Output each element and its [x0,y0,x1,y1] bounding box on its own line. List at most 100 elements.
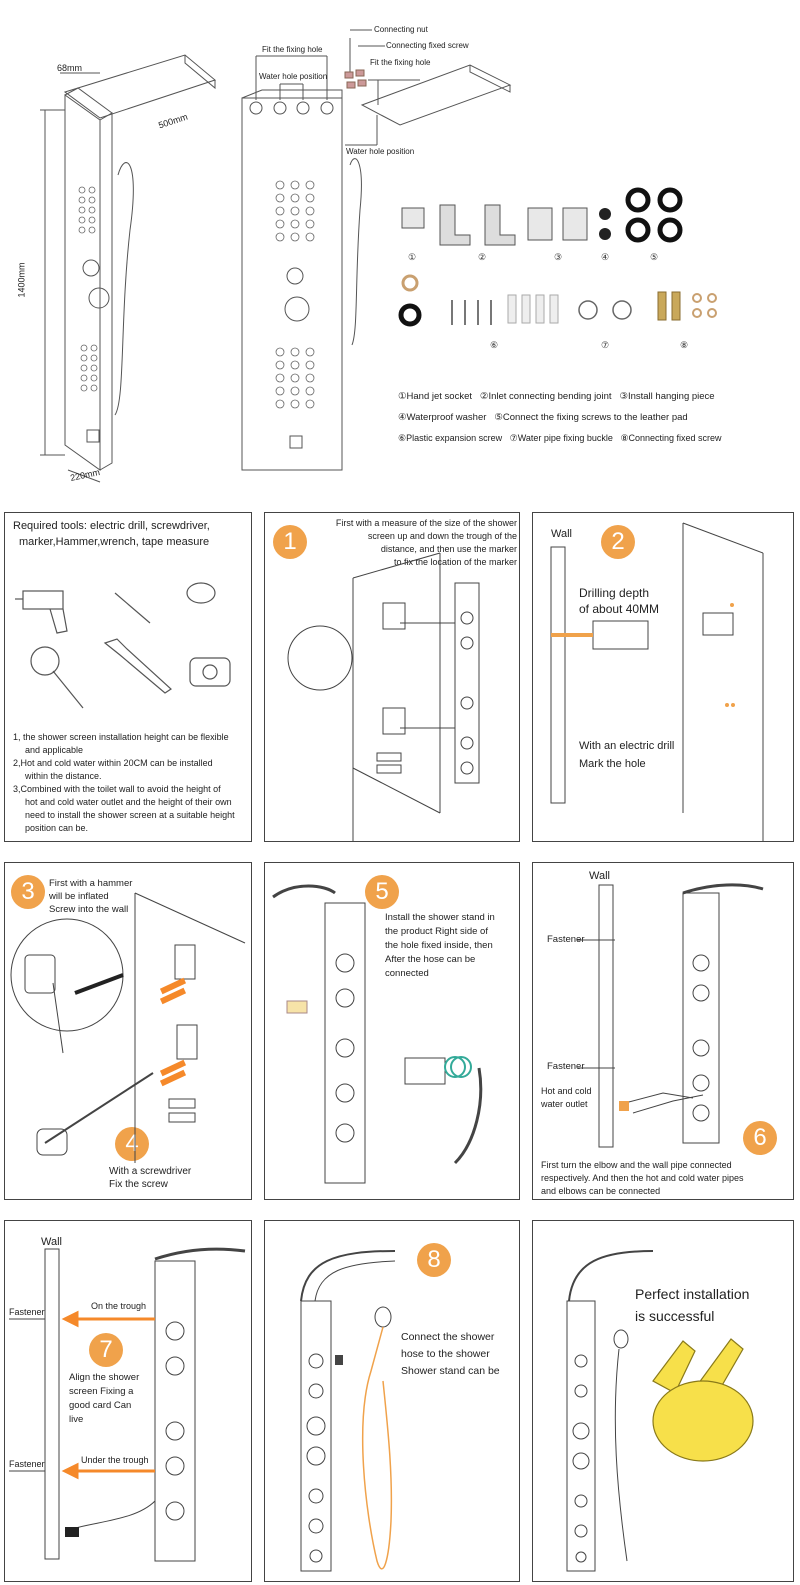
panel-step-2: Wall 2 Drilling depth of about 40MM With… [532,512,794,842]
step-number-1: 1 [273,525,307,559]
on-trough-label: On the trough [91,1301,147,1311]
wall-section [44,1248,60,1560]
top-drawings [40,29,717,483]
note-3: 3,Combined with the toilet wall to avoid… [13,784,221,794]
magnifier-circle [287,625,353,691]
panel-final: Perfect installation is successful [532,1220,794,1582]
part-number-2: ② [478,252,487,262]
step-3-4-drawing [10,892,246,1163]
step-5-text: Install the shower stand in the product … [385,911,495,981]
hc-line: Hot and cold [541,1086,592,1096]
panel-step-7: Wall Fastener On the trough 7 Align the … [4,1220,252,1582]
step-3-line: Screw into the wall [49,904,129,915]
step-7-drawing [9,1247,246,1562]
mark-hole-text: With an electric drill Mark the hole [579,737,674,773]
drill-line-2: of about 40MM [579,602,660,616]
legend-row-2: ④Waterproof washer ⑤Connect the fixing s… [398,412,688,423]
step-5-line: the product Right side of [385,926,488,937]
step-1-line: First with a measure of the size of the … [335,518,517,528]
dim-1400: 1400mm [16,262,27,298]
hammer-icon [30,646,60,676]
wall-section [598,884,614,1148]
step-7-line: live [69,1414,84,1425]
panel-step-1: 1 First with a measure of the size of th… [264,512,520,842]
step-3-text: First with a hammer will be inflated Scr… [49,877,132,916]
dim-68: 68mm [57,63,83,73]
panel-step-3-4: 3 First with a hammer will be inflated S… [4,862,252,1200]
step-6-drawing [577,883,764,1148]
step-7-line: good card Can [69,1400,132,1411]
part-number-3: ③ [554,252,563,262]
step-1-line: to fix the location of the marker [393,557,517,567]
tools-title-line1: Required tools: electric drill, screwdri… [13,520,210,532]
step-6-text: First turn the elbow and the wall pipe c… [541,1159,743,1198]
step-number-5: 5 [365,875,399,909]
tools-notes: 1, the shower screen installation height… [13,731,235,835]
victory-hand-icon [652,1338,754,1462]
step-number-3: 3 [11,875,45,909]
shower-panel [566,1300,596,1572]
step-3-line: will be inflated [49,891,109,902]
wall-label: Wall [41,1236,62,1248]
drill-body [592,620,649,650]
step-4-line: Fix the screw [109,1179,168,1190]
note-2: 2,Hot and cold water within 20CM can be … [13,758,213,768]
step-1-line: screen up and down the trough of the [367,531,517,541]
fit-fixing-hole-label-2: Fit the fixing hole [370,58,431,67]
step-number-6: 6 [743,1121,777,1155]
part-number-6: ⑥ [490,340,499,350]
final-line-2: is successful [635,1308,715,1324]
step-5-drawing [272,884,483,1184]
wall-label: Wall [551,528,572,540]
final-text: Perfect installation is successful [635,1283,749,1327]
step-4-text: With a screwdriver Fix the screw [109,1165,191,1191]
part-number-1: ① [408,252,417,262]
step-8-line: Connect the shower [401,1331,495,1343]
shower-panel [300,1300,332,1572]
step-number-2: 2 [601,525,635,559]
wall-label: Wall [589,870,610,882]
rain-head [63,54,217,119]
panel-required-tools: Required tools: electric drill, screwdri… [4,512,252,842]
hand-shower-head [374,1306,392,1328]
fastener-label-2: Fastener [9,1459,45,1469]
water-hole-position-label-2: Water hole position [346,147,415,156]
step-6-line: First turn the elbow and the wall pipe c… [541,1160,732,1170]
mark-line-1: With an electric drill [579,740,675,752]
fit-fixing-hole-label: Fit the fixing hole [262,45,323,54]
shower-panel [324,902,366,1184]
drilling-depth-text: Drilling depth of about 40MM [579,585,659,617]
step-2-drawing [550,522,764,841]
shower-panel [682,892,720,1144]
step-7-text: Align the shower screen Fixing a good ca… [69,1371,139,1427]
hc-line: water outlet [541,1099,588,1109]
step-5-line: Install the shower stand in [385,912,495,923]
tools-title-line2: marker,Hammer,wrench, tape measure [19,536,210,548]
marker-icon [114,592,151,624]
socket-detail [404,1057,446,1085]
part-number-7: ⑦ [601,340,610,350]
panel-step-6: Wall Fastener Fastener Hot and cold wate… [532,862,794,1200]
legend-item: ⑤Connect the fixing screws to the leathe… [494,412,688,423]
legend-row-3: ⑥Plastic expansion screw ⑦Water pipe fix… [398,433,722,444]
step-6-line: and elbows can be connected [541,1186,661,1196]
water-hole-position-label: Water hole position [259,72,328,81]
step-8-line: Shower stand can be [401,1365,500,1377]
note-1: 1, the shower screen installation height… [13,732,229,742]
shower-panel-outline [454,582,480,784]
step-7-line: screen Fixing a [69,1386,134,1397]
final-drawing [566,1250,754,1572]
connecting-fixed-screw-label: Connecting fixed screw [386,41,469,50]
legend-row-1: ①Hand jet socket ②Inlet connecting bendi… [398,391,715,402]
note-3b: hot and cold water outlet and the height… [25,797,232,807]
wrench-icon [103,638,172,694]
note-1b: and applicable [25,745,84,755]
wall-section [550,546,566,804]
panel-step-8: 8 Connect the shower hose to the shower … [264,1220,520,1582]
shower-panel [154,1260,196,1562]
tape-coil-icon [186,582,216,604]
step-1-drawing [287,552,480,841]
panel-step-5: 5 Install the shower stand in the produc… [264,862,520,1200]
part-number-4: ④ [601,252,610,262]
step-7-line: Align the shower [69,1372,140,1383]
